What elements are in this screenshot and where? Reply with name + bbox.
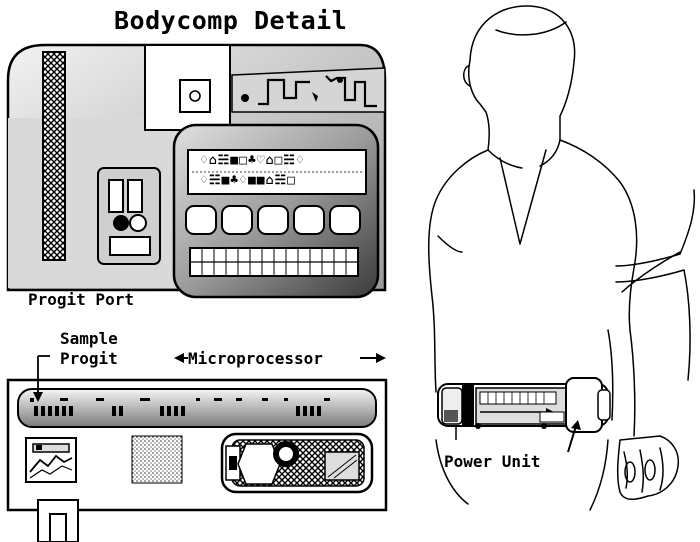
progit-port-strip	[42, 51, 66, 261]
diagram-title: Bodycomp Detail	[114, 6, 348, 35]
microprocessor-label: Microprocessor	[188, 349, 323, 368]
sample-progit-card	[6, 353, 388, 542]
glyph-row-2: ♢☵■♣♢■■⌂☵□	[200, 173, 296, 188]
sample-progit-label-line1: Sample	[60, 329, 118, 348]
figure-with-power-unit	[428, 5, 696, 511]
progit-port-label: Progit Port	[28, 290, 134, 309]
glyph-row-1: ♢⌂☵⁠■□♣♡⌂□☵♢	[200, 153, 305, 168]
texture-swatch	[131, 435, 183, 484]
bodycomp-detail-panel	[6, 43, 387, 299]
sample-progit-label-line2: Progit	[60, 349, 118, 368]
power-unit	[437, 377, 611, 453]
power-unit-label: Power Unit	[444, 452, 541, 471]
